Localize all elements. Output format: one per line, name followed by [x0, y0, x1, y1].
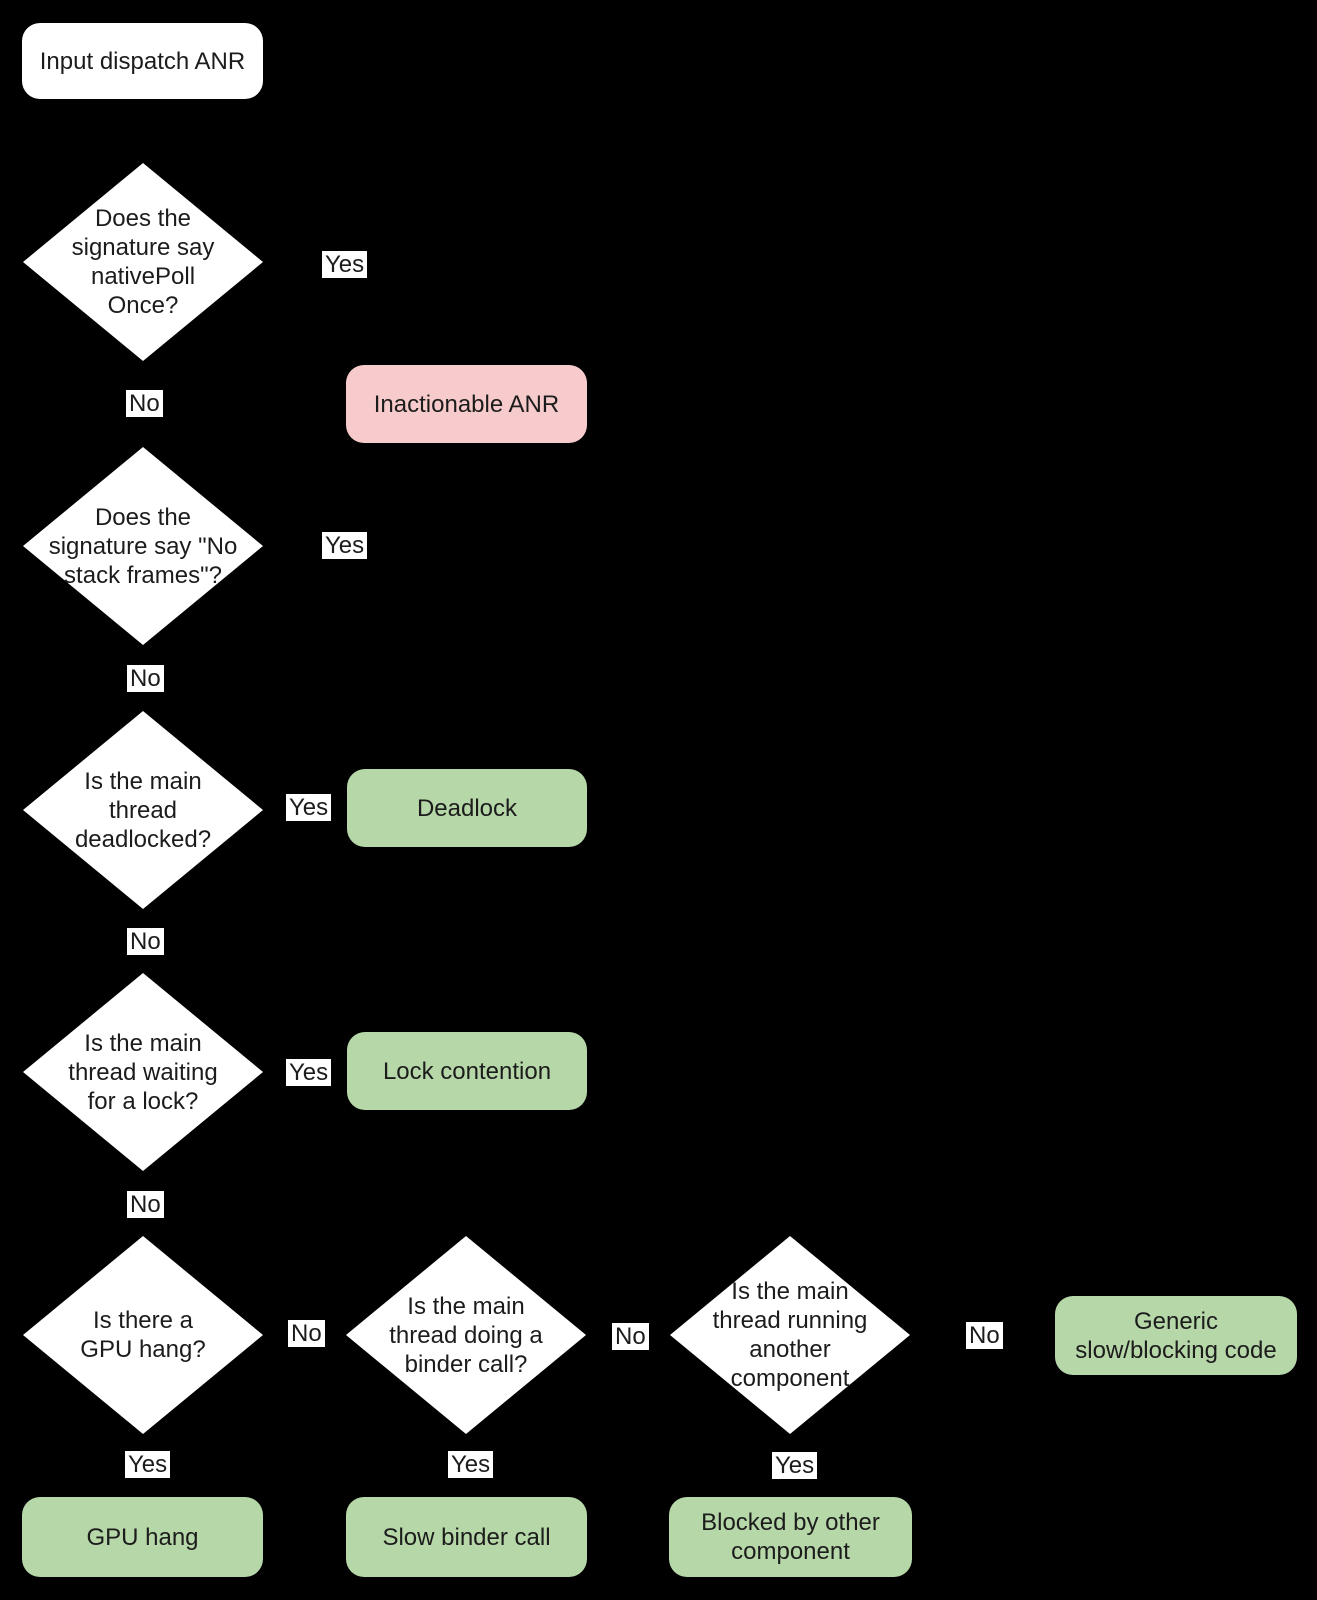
- outcome-lock-contention: Lock contention: [347, 1032, 587, 1110]
- decision-no-stack-frames: Does the signature say "No stack frames"…: [23, 447, 263, 645]
- outcome-generic-slow-blocking-code: Generic slow/blocking code: [1055, 1296, 1297, 1375]
- edge-label-binder-call-no: No: [612, 1323, 649, 1350]
- outcome-slow-binder-call: Slow binder call: [346, 1497, 587, 1577]
- edge-label-gpu-hang-yes: Yes: [125, 1451, 171, 1478]
- edge-label-waiting-lock-yes: Yes: [286, 1059, 332, 1086]
- outcome-inactionable-anr: Inactionable ANR: [346, 365, 587, 443]
- edge-label-gpu-hang-no: No: [288, 1320, 325, 1347]
- decision-binder-call: Is the main thread doing a binder call?: [346, 1236, 586, 1434]
- diamond-shape: [23, 1236, 263, 1434]
- decision-gpu-hang-label: Is there a GPU hang?: [80, 1307, 206, 1363]
- edge-label-waiting-lock-no: No: [127, 1191, 164, 1218]
- decision-native-poll-once-label: Does the signature say nativePoll Once?: [71, 205, 215, 319]
- edge-label-other-component-no: No: [966, 1322, 1003, 1349]
- outcome-gpu-hang: GPU hang: [22, 1497, 263, 1577]
- edge-label-no-stack-frames-yes: Yes: [322, 532, 368, 559]
- node-input-dispatch-anr: Input dispatch ANR: [22, 23, 263, 99]
- outcome-blocked-by-other-component: Blocked by other component: [669, 1497, 912, 1577]
- decision-no-stack-frames-label: Does the signature say "No stack frames"…: [48, 503, 238, 589]
- diamond-shape: [23, 711, 263, 909]
- decision-native-poll-once: Does the signature say nativePoll Once?: [23, 163, 263, 361]
- edge-label-binder-call-yes: Yes: [448, 1451, 494, 1478]
- decision-other-component-label: Is the main thread running another compo…: [712, 1278, 868, 1392]
- decision-gpu-hang: Is there a GPU hang?: [23, 1236, 263, 1434]
- decision-other-component: Is the main thread running another compo…: [670, 1236, 910, 1434]
- decision-main-thread-deadlocked: Is the main thread deadlocked?: [23, 711, 263, 909]
- diamond-shape: [346, 1236, 586, 1434]
- diamond-shape: [23, 447, 263, 645]
- outcome-deadlock: Deadlock: [347, 769, 587, 847]
- edge-label-other-component-yes: Yes: [772, 1452, 818, 1479]
- edge-label-deadlocked-yes: Yes: [286, 794, 332, 821]
- decision-waiting-for-lock: Is the main thread waiting for a lock?: [23, 973, 263, 1171]
- edge-label-deadlocked-no: No: [127, 928, 164, 955]
- edge-label-native-poll-yes: Yes: [322, 251, 368, 278]
- edge-label-native-poll-no: No: [126, 390, 163, 417]
- diamond-shape: [23, 973, 263, 1171]
- decision-waiting-for-lock-label: Is the main thread waiting for a lock?: [68, 1029, 218, 1115]
- diamond-shape: [670, 1236, 910, 1434]
- decision-main-thread-deadlocked-label: Is the main thread deadlocked?: [74, 767, 212, 853]
- edge-label-no-stack-frames-no: No: [127, 665, 164, 692]
- diamond-shape: [23, 163, 263, 361]
- decision-binder-call-label: Is the main thread doing a binder call?: [389, 1292, 543, 1378]
